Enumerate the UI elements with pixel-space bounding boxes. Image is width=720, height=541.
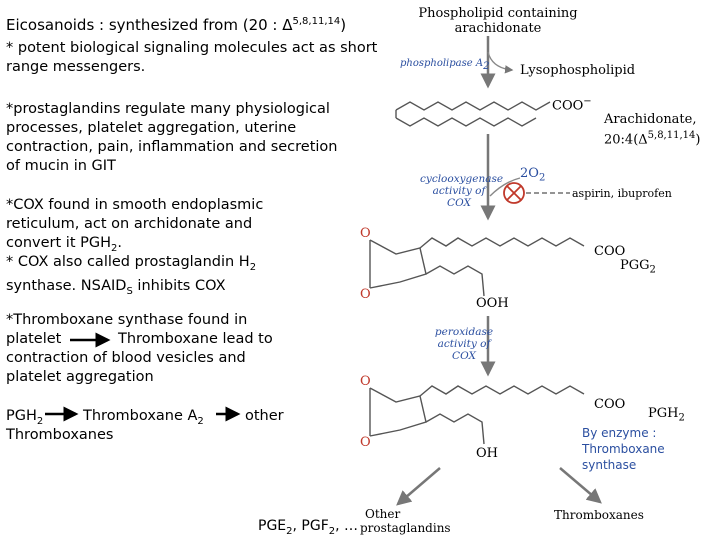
cox-text-2c: inhibits COX bbox=[132, 277, 226, 294]
flow-other: other bbox=[245, 408, 284, 424]
heading-sup: 5,8,11,14 bbox=[292, 16, 341, 27]
lysophospholipid-label: Lysophospholipid bbox=[520, 63, 636, 78]
flow-thromboxane-a2-sub: 2 bbox=[197, 415, 204, 427]
coo-minus-sup: − bbox=[583, 96, 592, 107]
pgh2-text: PGH bbox=[648, 406, 679, 421]
thromboxane-text-2b: Thromboxane lead to bbox=[118, 331, 273, 347]
bottom-ellipsis: , … bbox=[335, 518, 359, 534]
prostaglandins-text: *prostaglandins regulate many physiologi… bbox=[6, 101, 338, 174]
flow-pgh2-sub: 2 bbox=[36, 415, 44, 427]
pgg2-structure bbox=[369, 237, 585, 297]
intro-text: * potent biological signaling molecules … bbox=[6, 40, 378, 75]
thromboxane-text-2a: platelet bbox=[6, 331, 62, 347]
phospholipase-label: phospholipase A2 bbox=[400, 58, 489, 73]
cox-text-2-sub2: S bbox=[126, 285, 133, 297]
o2-text: 2O bbox=[520, 166, 539, 181]
bottom-pgf-sub: 2 bbox=[328, 525, 336, 537]
bottom-pge: PGE bbox=[258, 518, 287, 534]
bottom-pge-sub: 2 bbox=[286, 525, 293, 537]
thromboxanes-label: Thromboxanes bbox=[554, 508, 644, 522]
coo-minus-label: COO− bbox=[552, 94, 592, 113]
phospholipase-sub: 2 bbox=[483, 61, 490, 72]
pgh2-sub: 2 bbox=[678, 412, 685, 424]
phospholipase-text: phospholipase A bbox=[400, 58, 484, 69]
phospholipid-label: Phospholipid containing arachidonate bbox=[418, 6, 578, 36]
coo-minus-text: COO bbox=[552, 98, 584, 114]
pgh2-o-bottom: O bbox=[360, 435, 371, 450]
o2-sub: 2 bbox=[538, 172, 546, 184]
pgh2-coo-label: COO bbox=[594, 397, 626, 412]
flow-thromboxanes: Thromboxanes bbox=[6, 427, 114, 443]
oh-label: OH bbox=[476, 446, 498, 461]
cox-text-2b: synthase. NSAID bbox=[6, 277, 127, 294]
arrow-other-prost bbox=[396, 467, 441, 506]
pgh2-structure bbox=[369, 385, 585, 445]
arachidonate-formula-sup: 5,8,11,14 bbox=[647, 130, 696, 141]
cox-text-1: *COX found in smooth endoplasmic reticul… bbox=[6, 196, 306, 258]
cyclooxygenase-label: cyclooxygenase activity of COX bbox=[420, 173, 504, 209]
o2-curve bbox=[489, 177, 521, 197]
arrow-lyso-branch bbox=[487, 51, 514, 74]
heading-text: Eicosanoids : synthesized from (20 : bbox=[6, 16, 283, 34]
flow-thromboxane-a2-text: Thromboxane A bbox=[83, 408, 198, 424]
pgh2-label: PGH2 bbox=[648, 406, 685, 426]
cox-text-1-main: *COX found in smooth endoplasmic reticul… bbox=[6, 197, 264, 251]
arachidonate-formula: 20:4(Δ5,8,11,14) bbox=[604, 128, 700, 147]
ooh-label: OOH bbox=[476, 296, 509, 311]
arachidonate-label: Arachidonate, bbox=[604, 112, 697, 127]
heading-delta: Δ bbox=[282, 16, 293, 34]
aspirin-label: aspirin, ibuprofen bbox=[572, 187, 672, 200]
prostaglandins-label: prostaglandins bbox=[360, 521, 451, 535]
pgg2-coo-label: COO bbox=[594, 244, 626, 259]
thromboxane-text-1: *Thromboxane synthase found in bbox=[6, 312, 248, 328]
peroxidase-label: peroxidase activity of COX bbox=[434, 326, 494, 362]
pgg2-sub: 2 bbox=[649, 264, 656, 276]
pgh2-o-top: O bbox=[360, 374, 371, 389]
cox-text-2: * COX also called prostaglandin H2 synth… bbox=[6, 253, 306, 301]
arachidonate-formula-text: 20:4(Δ bbox=[604, 132, 648, 148]
cox-text-1-end: . bbox=[117, 235, 122, 251]
heading: Eicosanoids : synthesized from (20 : Δ5,… bbox=[6, 12, 396, 35]
arachidonate-structure bbox=[395, 101, 551, 127]
pgg2-o-bottom: O bbox=[360, 287, 371, 302]
other-label: Other bbox=[365, 507, 401, 521]
flow-pgh2: PGH2 bbox=[6, 407, 43, 431]
bottom-pgf: , PGF bbox=[292, 518, 329, 534]
pgg2-label: PGG2 bbox=[620, 258, 656, 278]
thromboxane-text-3: contraction of blood vesicles and platel… bbox=[6, 350, 246, 385]
bottom-prostaglandins: PGE2, PGF2, … bbox=[258, 517, 358, 541]
cox-text-2a: * COX also called prostaglandin H bbox=[6, 254, 250, 270]
cox-text-2-sub: 2 bbox=[249, 261, 257, 273]
arrow-thromboxanes bbox=[559, 467, 602, 504]
o2-label: 2O2 bbox=[520, 166, 545, 186]
pgg2-text: PGG bbox=[620, 258, 650, 273]
inhibitor-icon bbox=[503, 182, 525, 204]
arachidonate-formula-close: ) bbox=[695, 132, 701, 148]
pgg2-o-top: O bbox=[360, 226, 371, 241]
flow-thromboxane-a2: Thromboxane A2 bbox=[83, 407, 204, 431]
enzyme-note: By enzyme : Thromboxane synthase bbox=[582, 426, 665, 472]
heading-close: ) bbox=[340, 16, 347, 34]
flow-pgh2-text: PGH bbox=[6, 408, 37, 424]
cox-text-1-sub: 2 bbox=[111, 242, 118, 254]
